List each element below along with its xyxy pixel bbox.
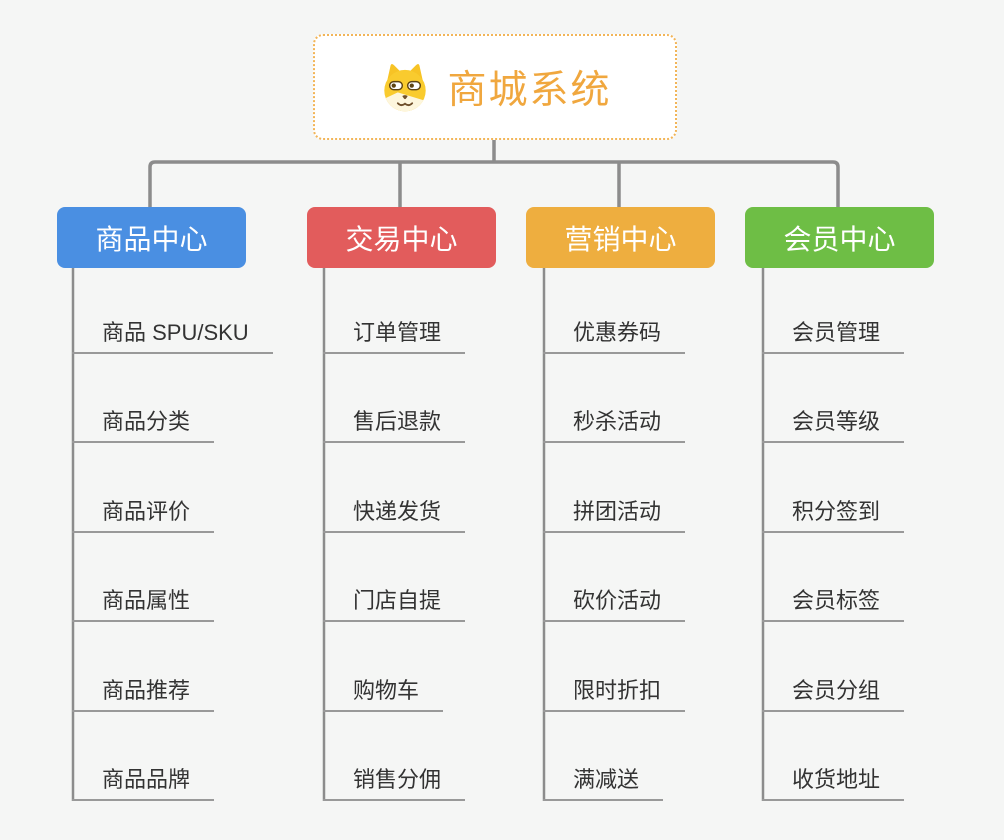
leaf-item[interactable]: 拼团活动 xyxy=(543,500,686,533)
leaf-item[interactable]: 商品 SPU/SKU xyxy=(72,321,273,354)
leaf-item[interactable]: 商品推荐 xyxy=(72,679,215,712)
leaf-item[interactable]: 积分签到 xyxy=(762,500,905,533)
leaf-item[interactable]: 商品评价 xyxy=(72,500,215,533)
branch-node-marketing-center[interactable]: 营销中心 xyxy=(526,207,715,268)
leaf-item[interactable]: 售后退款 xyxy=(323,410,466,443)
leaf-item[interactable]: 会员标签 xyxy=(762,589,905,622)
leaf-item[interactable]: 限时折扣 xyxy=(543,679,686,712)
leaf-item[interactable]: 商品分类 xyxy=(72,410,215,443)
branch-node-member-center[interactable]: 会员中心 xyxy=(745,207,934,268)
leaf-item[interactable]: 门店自提 xyxy=(323,589,466,622)
leaf-item[interactable]: 商品品牌 xyxy=(72,768,215,801)
leaf-item[interactable]: 收货地址 xyxy=(762,768,905,801)
leaf-item[interactable]: 商品属性 xyxy=(72,589,215,622)
leaf-item[interactable]: 会员分组 xyxy=(762,679,905,712)
leaf-item[interactable]: 满减送 xyxy=(543,768,664,801)
leaf-item[interactable]: 秒杀活动 xyxy=(543,410,686,443)
dog-face-icon xyxy=(378,60,432,114)
leaf-item[interactable]: 订单管理 xyxy=(323,321,466,354)
branch-node-trade-center[interactable]: 交易中心 xyxy=(307,207,496,268)
leaf-item[interactable]: 快递发货 xyxy=(323,500,466,533)
root-label: 商城系统 xyxy=(447,69,612,112)
leaf-item[interactable]: 会员管理 xyxy=(762,321,905,354)
leaf-item[interactable]: 优惠券码 xyxy=(543,321,686,354)
branch-node-product-center[interactable]: 商品中心 xyxy=(57,207,246,268)
leaf-item[interactable]: 砍价活动 xyxy=(543,589,686,622)
leaf-item[interactable]: 销售分佣 xyxy=(323,768,466,801)
root-node[interactable]: 商城系统 xyxy=(313,34,677,140)
leaf-item[interactable]: 购物车 xyxy=(323,679,444,712)
leaf-item[interactable]: 会员等级 xyxy=(762,410,905,443)
